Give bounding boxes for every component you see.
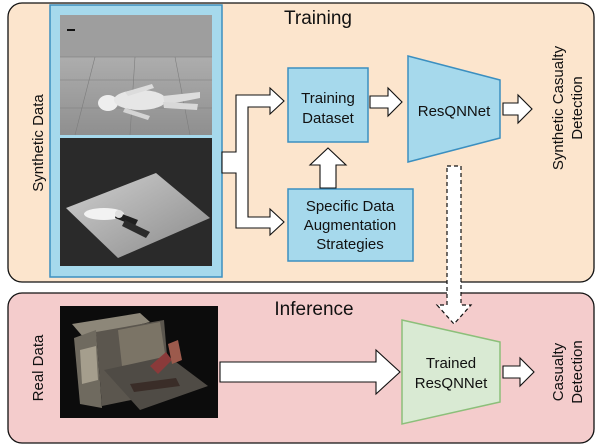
split-arrow bbox=[221, 86, 285, 237]
synthetic-detection-label-2: Detection bbox=[569, 76, 586, 139]
synthetic-images bbox=[49, 4, 223, 278]
augment-to-dataset-arrow bbox=[308, 147, 348, 189]
synthetic-render-top bbox=[60, 15, 212, 136]
resqnnet-block: ResQNNet bbox=[407, 55, 501, 163]
trained-resqnnet-block: Trained ResQNNet bbox=[401, 319, 501, 425]
dataset-to-network-arrow bbox=[369, 86, 403, 118]
training-dataset-box: Training Dataset bbox=[287, 67, 369, 143]
real-to-trained-arrow bbox=[219, 348, 401, 396]
real-data-label: Real Data bbox=[30, 334, 47, 401]
training-title: Training bbox=[284, 8, 352, 29]
network-to-output-arrow bbox=[502, 93, 533, 125]
casualty-detection-label-1: Casualty bbox=[550, 342, 567, 401]
augmentation-label-1: Specific Data bbox=[306, 198, 395, 215]
synthetic-detection-label-1: Synthetic Casualty bbox=[550, 45, 567, 170]
training-dataset-label-1: Training bbox=[301, 90, 355, 107]
real-data-image bbox=[60, 306, 218, 418]
trained-to-output-arrow bbox=[502, 356, 535, 388]
weights-transfer-arrow bbox=[435, 165, 473, 325]
augmentation-label-2: Augmentation bbox=[304, 217, 397, 234]
resqnnet-label: ResQNNet bbox=[418, 103, 491, 120]
training-dataset-label-2: Dataset bbox=[302, 110, 355, 127]
trained-resqnnet-label-1: Trained bbox=[426, 355, 476, 372]
synthetic-data-label: Synthetic Data bbox=[30, 94, 47, 192]
trained-resqnnet-label-2: ResQNNet bbox=[415, 375, 488, 392]
synthetic-render-bottom bbox=[60, 138, 212, 266]
augmentation-strategies-box: Specific Data Augmentation Strategies bbox=[287, 188, 414, 262]
casualty-detection-label-2: Detection bbox=[569, 340, 586, 403]
inference-title: Inference bbox=[274, 299, 353, 320]
augmentation-label-3: Strategies bbox=[316, 236, 384, 253]
